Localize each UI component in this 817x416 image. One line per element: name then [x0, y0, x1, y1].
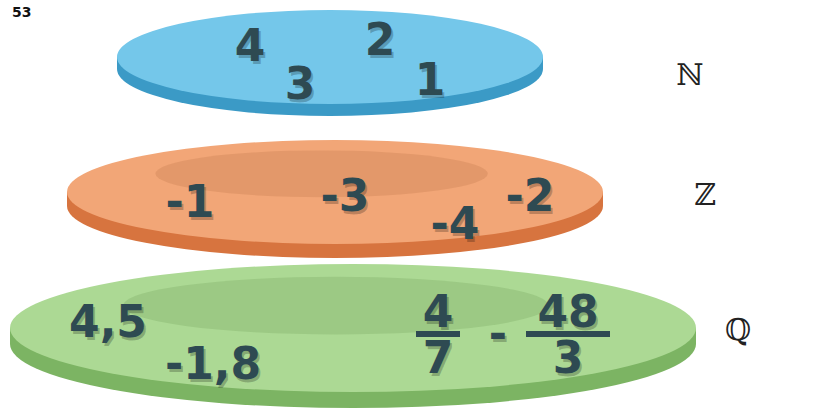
- fraction-bar: [416, 331, 460, 337]
- number-set-disc: -1-3-2-4ℤ: [65, 138, 605, 260]
- set-symbol: ℤ: [694, 180, 716, 210]
- number-label: -: [489, 312, 507, 356]
- number-label: 7: [423, 336, 454, 380]
- disc-top: [117, 10, 543, 104]
- disc-shadow: [123, 277, 548, 335]
- number-label: 4,5: [69, 300, 147, 344]
- fraction-bar: [526, 331, 610, 337]
- set-symbol: ℚ: [725, 315, 751, 345]
- number-label: -2: [506, 174, 555, 218]
- number-label: 3: [285, 62, 316, 106]
- number-label: -1: [166, 180, 215, 224]
- number-label: -4: [431, 202, 480, 246]
- number-set-disc: 4,5-1,847-483ℚ: [8, 262, 698, 410]
- disc-shape: [115, 8, 545, 118]
- number-label: 4: [423, 290, 454, 334]
- number-label: 48: [537, 290, 598, 334]
- set-symbol: ℕ: [676, 60, 703, 90]
- number-label: 2: [365, 18, 396, 62]
- number-label: 3: [553, 336, 584, 380]
- page-number: 53: [12, 4, 31, 20]
- disc-top: [67, 140, 603, 244]
- number-label: -3: [321, 174, 370, 218]
- number-set-disc: 4231ℕ: [115, 8, 545, 118]
- disc-top: [10, 264, 696, 392]
- disc-shadow: [187, 19, 451, 61]
- number-label: 4: [235, 24, 266, 68]
- number-label: 1: [415, 58, 446, 102]
- number-label: -1,8: [165, 342, 261, 386]
